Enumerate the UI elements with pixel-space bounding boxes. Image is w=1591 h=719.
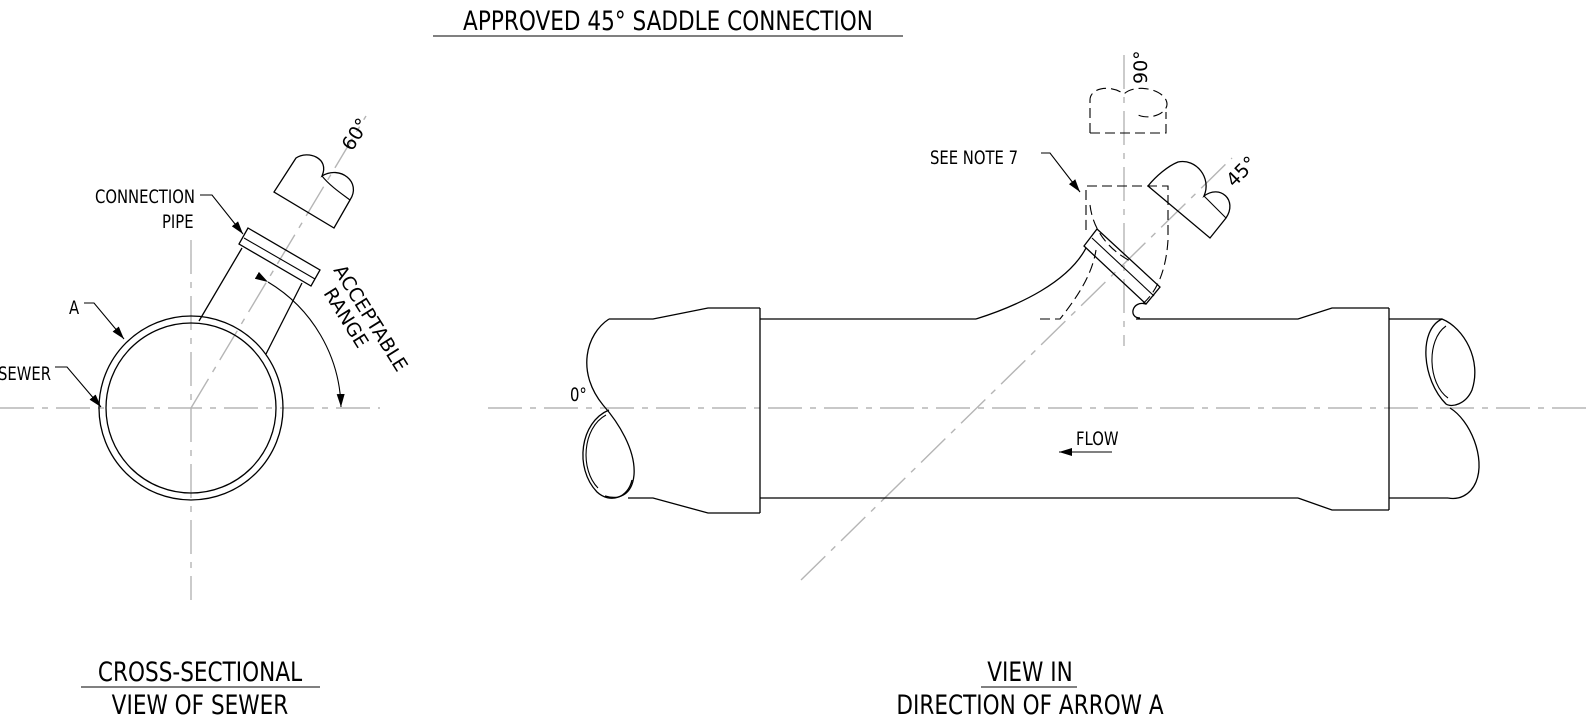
arrow-a-leader — [84, 302, 125, 340]
see-note-label: SEE NOTE 7 — [930, 147, 1018, 169]
left-break-outer — [586, 318, 635, 499]
pipe-label: PIPE — [162, 211, 194, 233]
connection-pipe-leader — [200, 194, 244, 235]
left-break-loop — [582, 409, 633, 499]
connection-label: CONNECTION — [95, 186, 195, 208]
pipe-break-symbol-upper — [273, 154, 355, 229]
right-bell-bottom — [1297, 497, 1389, 511]
angle-45-label: 45° — [1222, 152, 1261, 191]
angle-60-label: 60° — [338, 114, 375, 154]
saddle-body-curve — [975, 247, 1087, 320]
dashed-ninety-fitting — [1085, 185, 1169, 307]
arrow-a-label: A — [69, 297, 79, 319]
sewer-outer-wall — [98, 315, 284, 501]
connection-pipe-wall-left — [198, 247, 243, 322]
view-caption-line2: DIRECTION OF ARROW A — [896, 689, 1164, 719]
forty-five-degree-centerline — [800, 157, 1233, 581]
sewer-leader — [55, 366, 102, 408]
sixty-degree-centerline — [190, 115, 367, 409]
view-caption-line1: VIEW IN — [987, 656, 1073, 688]
cross-sectional-view: CONNECTION PIPE A SEWER 60° ACCEPTABLE R… — [0, 114, 412, 719]
connection-pipe-bell — [238, 227, 321, 287]
connection-pipe-bell-rim — [243, 237, 316, 280]
angle-90-label: 90° — [1130, 50, 1152, 84]
saddle-tip — [1132, 302, 1147, 319]
left-pipe-top — [609, 307, 760, 320]
main-pipe-top-right — [1136, 307, 1389, 320]
flow-label: FLOW — [1076, 428, 1119, 450]
dashed-saddle-lower — [1040, 249, 1097, 320]
saddle-bell-rim — [1091, 237, 1155, 297]
view-direction-arrow-a: SEE NOTE 7 FLOW 0° 90° 45° VIEW IN DIREC… — [488, 50, 1591, 719]
drawing-title: APPROVED 45° SADDLE CONNECTION — [463, 5, 873, 37]
pipe-break-symbol-45 — [1147, 160, 1231, 239]
right-break-loop — [1425, 318, 1476, 407]
sewer-inner-wall — [105, 322, 277, 494]
acceptable-range-arc — [254, 271, 345, 408]
left-pipe-bottom — [628, 497, 760, 514]
angle-0-label: 0° — [570, 384, 587, 406]
dashed-break-symbol-90 — [1089, 87, 1168, 134]
right-break-outer — [1447, 407, 1480, 500]
cross-section-caption-line1: CROSS-SECTIONAL — [98, 656, 303, 688]
see-note-leader — [1041, 152, 1081, 193]
sewer-label: SEWER — [0, 363, 51, 385]
cross-section-caption-line2: VIEW OF SEWER — [112, 689, 289, 719]
